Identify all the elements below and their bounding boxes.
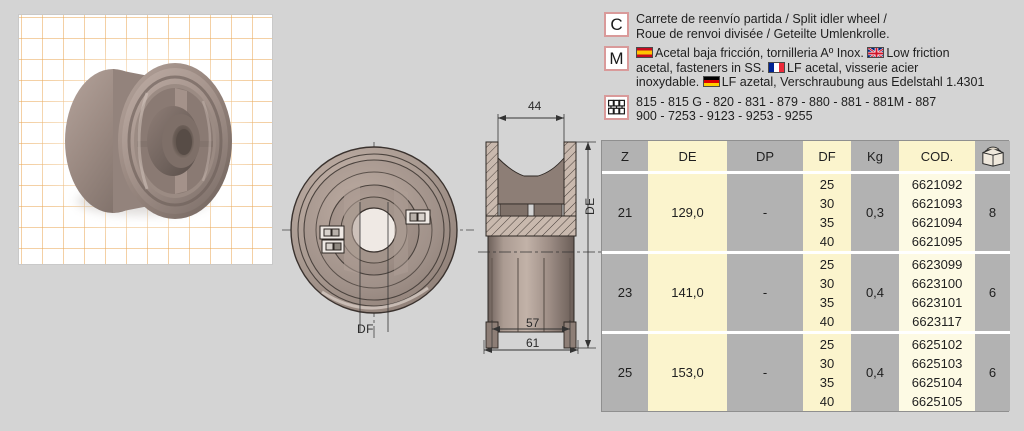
df-value: 35: [819, 294, 835, 310]
cell-dp-1: -: [727, 254, 803, 331]
badge-m: M: [604, 46, 629, 71]
legend-m-line3: inoxydable. LF azetal, Verschraubung aus…: [636, 75, 984, 90]
legend-text-c: Carrete de reenvío partida / Split idler…: [636, 12, 890, 41]
table-row: 21 129,0 - 25 30 35 40 0,3 6: [602, 174, 1010, 251]
flag-france-icon: [768, 61, 786, 73]
front-view-drawing: [282, 142, 474, 338]
cross-section-drawing: [478, 114, 602, 354]
header-z: Z: [602, 141, 648, 171]
cell-de-2: 153,0: [648, 334, 727, 411]
cod-value: 6623100: [911, 275, 963, 291]
box-icon: [981, 146, 1004, 167]
legend-row-c: C Carrete de reenvío partida / Split idl…: [604, 12, 1014, 41]
legend-block: C Carrete de reenvío partida / Split idl…: [604, 12, 1014, 129]
df-value: 25: [819, 176, 835, 192]
cell-cod-0: 6621092 6621093 6621094 6621095: [899, 174, 975, 251]
df-value: 30: [819, 195, 835, 211]
cod-value: 6623099: [911, 256, 963, 272]
df-value: 25: [819, 256, 835, 272]
legend-c-line1: Carrete de reenvío partida / Split idler…: [636, 12, 887, 26]
header-df: DF: [803, 141, 851, 171]
cell-box-0: 8: [975, 174, 1010, 251]
header-de: DE: [648, 141, 727, 171]
cod-value: 6621092: [911, 176, 963, 192]
cell-box-2: 6: [975, 334, 1010, 411]
cod-value: 6625104: [911, 374, 963, 390]
df-value: 40: [819, 313, 835, 329]
header-cod: COD.: [899, 141, 975, 171]
specifications-table: Z DE DP DF Kg COD.: [601, 140, 1010, 412]
dimension-label-44: 44: [528, 99, 542, 113]
flag-spain-icon: [636, 47, 653, 58]
dimension-label-57: 57: [526, 316, 540, 330]
cod-value: 6625105: [911, 393, 963, 409]
table-header-row: Z DE DP DF Kg COD.: [602, 141, 1010, 171]
cod-value: 6625103: [911, 355, 963, 371]
cell-dp-0: -: [727, 174, 803, 251]
cell-z-1: 23: [602, 254, 648, 331]
cell-kg-1: 0,4: [851, 254, 899, 331]
legend-m-line1: Acetal baja fricción, tornilleria Aº Ino…: [636, 46, 984, 61]
legend-c-line2: Roue de renvoi divisée / Geteilte Umlenk…: [636, 26, 890, 41]
legend-m-text-de: LF azetal, Verschraubung aus Edelstahl 1…: [721, 75, 985, 89]
df-value: 40: [819, 393, 835, 409]
table-row: 23 141,0 - 25 30 35 40 0,4 6: [602, 254, 1010, 331]
cell-cod-1: 6623099 6623100 6623101 6623117: [899, 254, 975, 331]
cod-value: 6623117: [912, 313, 962, 329]
cell-kg-0: 0,3: [851, 174, 899, 251]
cell-df-2: 25 30 35 40: [803, 334, 851, 411]
table-separator: [602, 251, 1010, 254]
df-value: 30: [819, 275, 835, 291]
split-idler-wheel-photo: [65, 63, 232, 219]
header-kg: Kg: [851, 141, 899, 171]
chain-refs-line1: 815 - 815 G - 820 - 831 - 879 - 880 - 88…: [636, 94, 937, 109]
cod-value: 6621094: [911, 214, 963, 230]
chain-refs-line2: 900 - 7253 - 9123 - 9253 - 9255: [636, 109, 813, 123]
legend-m-text-fr2: inoxydable.: [636, 75, 700, 89]
df-value: 35: [819, 214, 835, 230]
legend-m-text-en2: acetal, fasteners in SS.: [636, 60, 765, 75]
dimension-label-61: 61: [526, 336, 540, 350]
cod-value: 6621095: [911, 233, 963, 249]
cell-kg-2: 0,4: [851, 334, 899, 411]
legend-text-m: Acetal baja fricción, tornilleria Aº Ino…: [636, 46, 984, 90]
cod-value: 6621093: [911, 195, 963, 211]
legend-m-text-es: Acetal baja fricción, tornilleria Aº Ino…: [655, 46, 864, 60]
flag-germany-icon: [702, 76, 720, 87]
df-value: 25: [819, 336, 835, 352]
legend-m-text-fr1: LF acetal, visserie acier: [787, 60, 919, 75]
legend-row-m: M Acetal baja fricción, tornilleria Aº I…: [604, 46, 1014, 90]
cell-dp-2: -: [727, 334, 803, 411]
table-separator: [602, 331, 1010, 334]
legend-m-text-en1: Low friction: [886, 46, 950, 60]
legend-text-chain-refs: 815 - 815 G - 820 - 831 - 879 - 880 - 88…: [636, 95, 936, 124]
header-dp: DP: [727, 141, 803, 171]
cell-de-0: 129,0: [648, 174, 727, 251]
df-value: 30: [819, 355, 835, 371]
cod-value: 6625102: [911, 336, 963, 352]
cell-box-1: 6: [975, 254, 1010, 331]
cell-cod-2: 6625102 6625103 6625104 6625105: [899, 334, 975, 411]
cell-df-1: 25 30 35 40: [803, 254, 851, 331]
df-value: 35: [819, 374, 835, 390]
flag-uk-icon: [867, 47, 885, 58]
table-separator: [602, 171, 1010, 174]
dimension-label-df: DF: [357, 322, 374, 336]
cell-de-1: 141,0: [648, 254, 727, 331]
cell-z-2: 25: [602, 334, 648, 411]
legend-m-line2: acetal, fasteners in SS. LF acetal, viss…: [636, 61, 984, 76]
cell-df-0: 25 30 35 40: [803, 174, 851, 251]
badge-c: C: [604, 12, 629, 37]
df-value: 40: [819, 233, 835, 249]
legend-row-chain-refs: 815 - 815 G - 820 - 831 - 879 - 880 - 88…: [604, 94, 1014, 124]
cod-value: 6623101: [911, 294, 963, 310]
dimension-label-de: DE: [583, 197, 597, 215]
chain-icon: [604, 94, 629, 120]
header-box-icon: [975, 141, 1010, 171]
table-row: 25 153,0 - 25 30 35 40 0,4 6: [602, 334, 1010, 411]
product-photo-panel: [18, 14, 273, 265]
cell-z-0: 21: [602, 174, 648, 251]
